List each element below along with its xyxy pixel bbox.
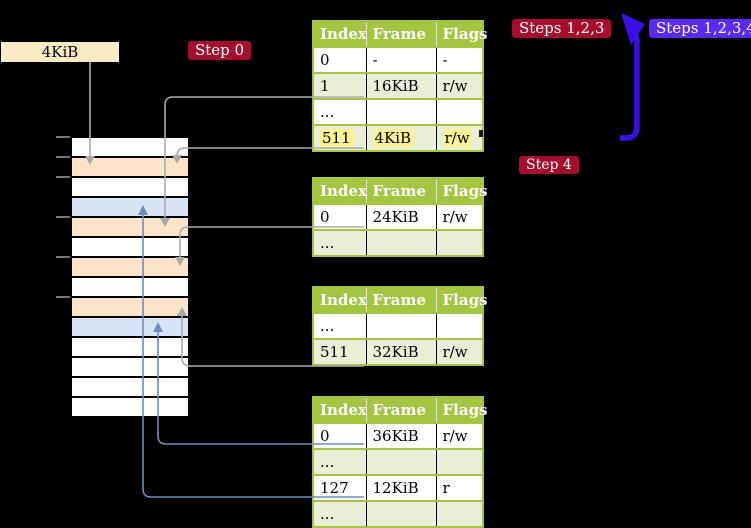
- cell-index: ...: [313, 500, 367, 527]
- memory-frame-52kib: [72, 398, 188, 416]
- table-header-row: Index Frame Flags: [313, 287, 488, 313]
- cell-flags: r/w: [436, 203, 483, 230]
- cell-flags: [436, 448, 483, 475]
- cell-flags: [436, 98, 483, 125]
- header-frame: Frame: [366, 287, 437, 313]
- table-row: 0 24KiB r/w: [313, 203, 483, 230]
- cell-index: 0: [313, 422, 367, 449]
- memory-frame-12kib: [72, 198, 188, 218]
- badge-step-0: Step 0: [188, 41, 252, 60]
- cell-flags: r/w: [436, 338, 483, 365]
- cell-index: 0: [313, 203, 367, 230]
- cell-flags: r/w: [436, 422, 483, 449]
- cell-frame: 32KiB: [366, 338, 437, 365]
- table-row: ...: [313, 500, 483, 527]
- cell-frame: [366, 98, 437, 125]
- page-table-4: Index Frame Flags 0 36KiB r/w ... 127 12…: [312, 396, 488, 528]
- tick-0kib: [56, 136, 70, 138]
- highlight: 511: [320, 129, 353, 147]
- table-row: ...: [313, 312, 483, 339]
- cell-flags: [436, 229, 483, 256]
- cell-flags: [436, 500, 483, 527]
- cell-frame: 36KiB: [366, 422, 437, 449]
- table-header-row: Index Frame Flags: [313, 397, 488, 423]
- cell-frame: 16KiB: [366, 72, 437, 99]
- highlight: r/w: [442, 129, 472, 147]
- memory-frame-4kib: [72, 158, 188, 178]
- header-flags: Flags: [436, 397, 488, 423]
- header-flags: Flags: [436, 287, 488, 313]
- cell-index: 127: [313, 474, 367, 501]
- cell-frame: [366, 448, 437, 475]
- memory-frame-32kib: [72, 298, 188, 318]
- cell-flags: -: [436, 46, 483, 73]
- badge-step-4: Step 4: [519, 156, 579, 174]
- header-frame: Frame: [366, 397, 437, 423]
- header-frame: Frame: [366, 21, 437, 47]
- table-row: ...: [313, 98, 483, 125]
- table-row: ...: [313, 448, 483, 475]
- steps-arrow: [620, 13, 645, 141]
- memory-frame-44kib: [72, 358, 188, 378]
- cell-index: ...: [313, 312, 367, 339]
- table-row-highlighted: 511 4KiB r/w: [313, 124, 483, 151]
- table-row: 127 12KiB r: [313, 474, 483, 501]
- header-frame: Frame: [366, 178, 437, 204]
- page-size-label: 4KiB: [1, 42, 119, 62]
- table-row: 1 16KiB r/w: [313, 72, 483, 99]
- table-row: 0 - -: [313, 46, 483, 73]
- page-table-2: Index Frame Flags 0 24KiB r/w ...: [312, 177, 488, 257]
- table-row: ...: [313, 229, 483, 256]
- memory-frame-8kib: [72, 178, 188, 198]
- cell-frame: [366, 229, 437, 256]
- table-row: 0 36KiB r/w: [313, 422, 483, 449]
- cell-frame: 4KiB: [366, 124, 437, 151]
- cell-index: ...: [313, 229, 367, 256]
- tick-32kib: [56, 296, 70, 298]
- cell-frame: 24KiB: [366, 203, 437, 230]
- header-index: Index: [313, 178, 367, 204]
- table-header-row: Index Frame Flags: [313, 178, 488, 204]
- memory-frame-40kib: [72, 338, 188, 358]
- cell-index: 1: [313, 72, 367, 99]
- tick-24kib: [56, 256, 70, 258]
- cell-frame: 12KiB: [366, 474, 437, 501]
- cell-flags: r: [436, 474, 483, 501]
- cell-flags: [436, 312, 483, 339]
- tick-16kib: [56, 216, 70, 218]
- badge-steps-1-2-3-4: Steps 1,2,3,4: [649, 19, 751, 38]
- highlight: 4KiB: [372, 129, 414, 147]
- memory-frame-16kib: [72, 218, 188, 238]
- page-table-3: Index Frame Flags ... 511 32KiB r/w: [312, 286, 488, 366]
- table-header-row: Index Frame Flags: [313, 21, 488, 47]
- page-table-1: Index Frame Flags 0 - - 1 16KiB r/w ... …: [312, 20, 488, 152]
- table-row: 511 32KiB r/w: [313, 338, 483, 365]
- memory-frame-28kib: [72, 278, 188, 298]
- header-index: Index: [313, 21, 367, 47]
- memory-frame-0kib: [72, 138, 188, 158]
- header-flags: Flags: [436, 178, 488, 204]
- header-index: Index: [313, 397, 367, 423]
- badge-steps-1-2-3: Steps 1,2,3: [512, 19, 612, 38]
- cell-index: 511: [313, 338, 367, 365]
- cell-flags: r/w: [436, 124, 483, 151]
- cell-index: 511: [313, 124, 367, 151]
- cell-frame: -: [366, 46, 437, 73]
- tick-4kib: [56, 156, 70, 158]
- physical-memory-strip: [70, 136, 190, 418]
- memory-frame-20kib: [72, 238, 188, 258]
- memory-frame-24kib: [72, 258, 188, 278]
- cell-flags: r/w: [436, 72, 483, 99]
- cell-frame: [366, 500, 437, 527]
- header-index: Index: [313, 287, 367, 313]
- header-flags: Flags: [436, 21, 488, 47]
- memory-frame-36kib: [72, 318, 188, 338]
- tick-8kib: [56, 176, 70, 178]
- cell-index: ...: [313, 448, 367, 475]
- cell-frame: [366, 312, 437, 339]
- cell-index: ...: [313, 98, 367, 125]
- cell-index: 0: [313, 46, 367, 73]
- memory-frame-48kib: [72, 378, 188, 398]
